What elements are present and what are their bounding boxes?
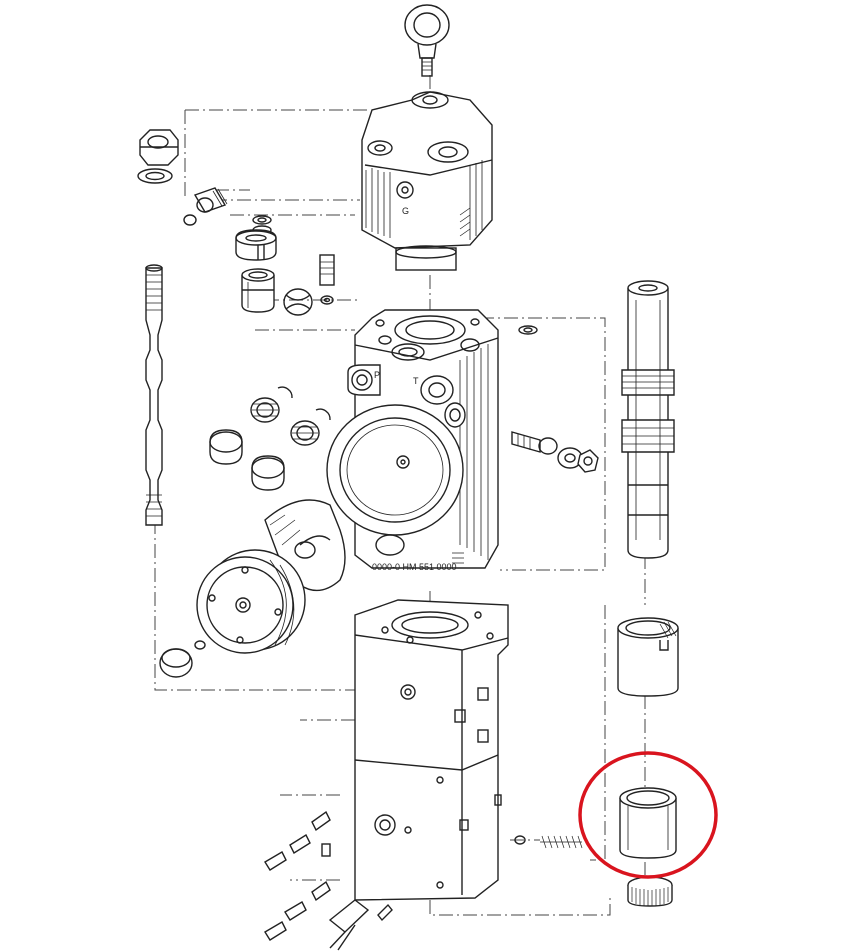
port-label-g: G (402, 206, 409, 216)
end-cover (196, 549, 306, 654)
o-ring-pair (283, 288, 313, 316)
highlight-circle (578, 751, 718, 879)
main-valve-body: P T 0000-0 HM 551 0000 (326, 309, 499, 572)
washer-top (137, 168, 173, 184)
lower-bushing (619, 787, 677, 859)
lower-housing (354, 599, 509, 901)
upper-valve-housing: G (361, 91, 493, 271)
main-piston (621, 280, 675, 559)
tie-rod (145, 264, 163, 526)
upper-bushing (617, 617, 679, 697)
small-plug-cover (159, 640, 206, 678)
knurled-seal-ring (627, 876, 673, 907)
control-disk (264, 499, 346, 592)
identification-plate-text: 0000-0 HM 551 0000 (372, 562, 457, 572)
piston-sleeve (241, 268, 275, 313)
lifting-eye-bolt (404, 4, 450, 77)
hex-nut (139, 129, 179, 166)
port-label-t: T (413, 376, 419, 386)
spring (514, 835, 583, 849)
assembly-guide-lines (154, 75, 646, 916)
port-label-p: P (374, 370, 380, 380)
small-valve-cartridge (319, 254, 335, 305)
split-collar (235, 229, 277, 261)
check-valve-fitting (183, 187, 228, 226)
dowel-pins (264, 810, 393, 951)
right-valve-fittings (511, 325, 599, 473)
plug-fittings (209, 386, 331, 491)
